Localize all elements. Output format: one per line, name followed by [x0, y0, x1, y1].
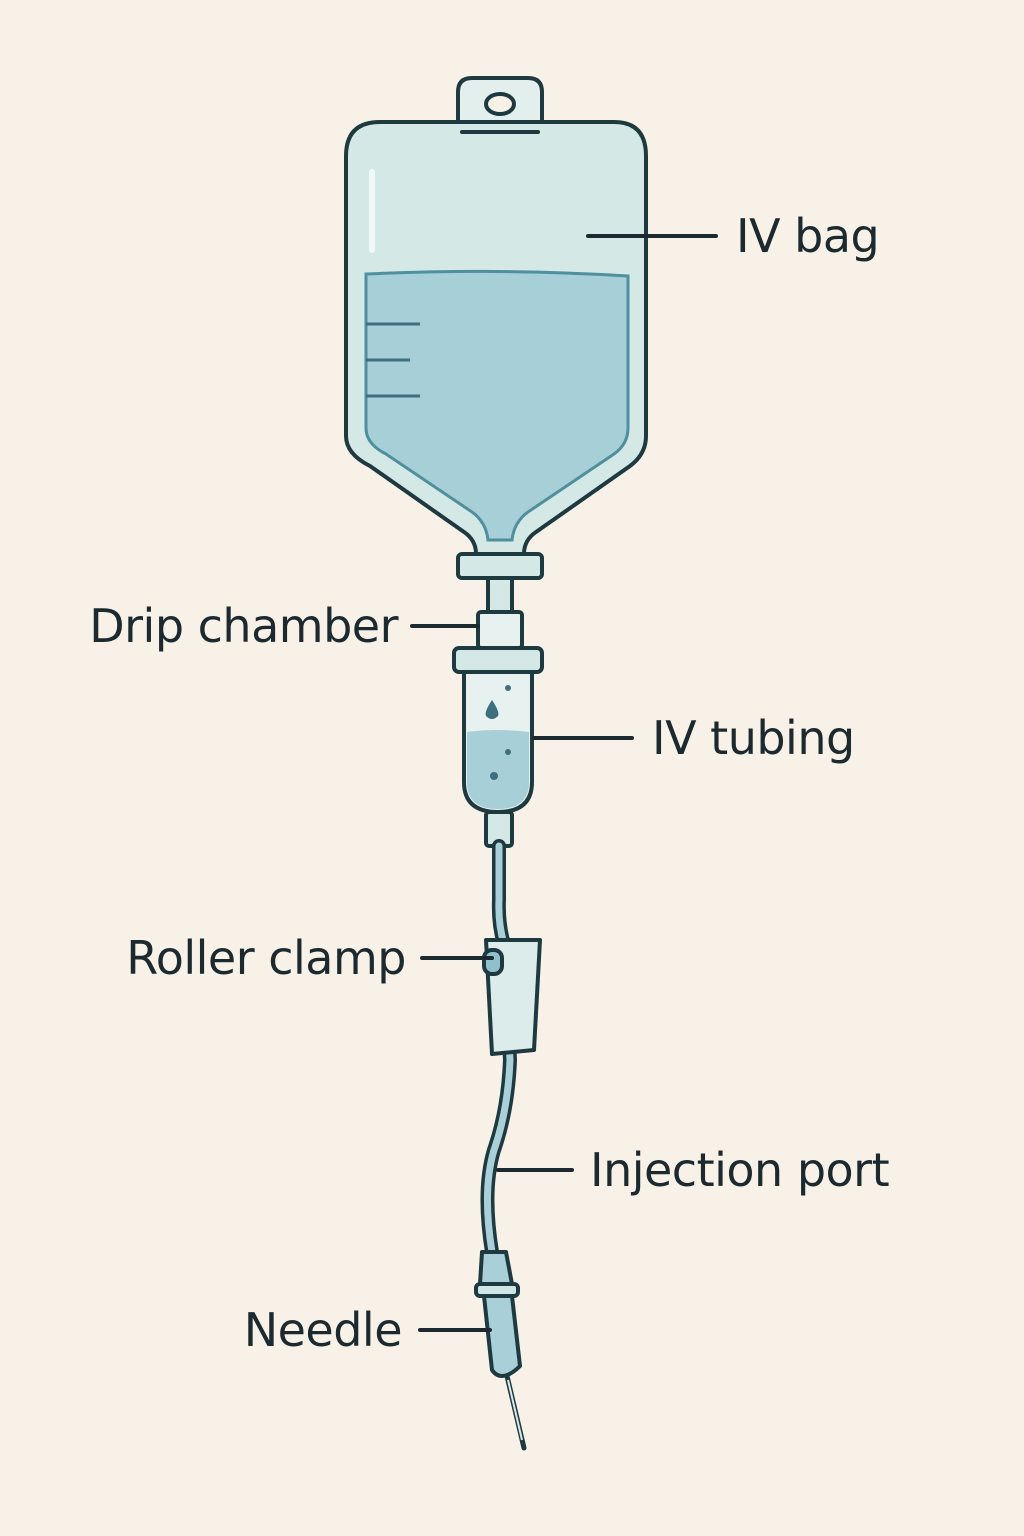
roller-clamp [482, 938, 542, 1056]
bag-port-collar [456, 552, 544, 580]
label-injection-port: Injection port [590, 1143, 889, 1197]
injection-port [474, 1250, 520, 1298]
bag-fluid [364, 269, 630, 542]
bubble [505, 749, 511, 755]
label-roller-clamp: Roller clamp [126, 931, 406, 985]
bag-hanger-hole [484, 92, 516, 116]
spike-connector [476, 610, 524, 650]
label-iv-tubing: IV tubing [652, 711, 855, 765]
needle-shaft-highlight [507, 1379, 523, 1441]
label-needle: Needle [244, 1303, 402, 1357]
tubing-line-fill [483, 842, 514, 1256]
needle [482, 1294, 527, 1451]
injection-port-connector [478, 1250, 514, 1286]
iv-tubing [480, 839, 518, 1259]
label-drip-chamber: Drip chamber [89, 599, 398, 653]
drip-chamber-fluid [467, 730, 529, 809]
bubble [490, 772, 498, 780]
drip-chamber-cap [452, 646, 544, 674]
roller-clamp-wheel [482, 948, 504, 976]
label-iv-bag: IV bag [736, 209, 879, 263]
drop-icon [485, 700, 499, 719]
bubble [505, 685, 511, 691]
bag-port-stem [486, 576, 514, 614]
needle-hub [482, 1294, 522, 1378]
drip-chamber [452, 646, 544, 848]
drip-chamber-spike [476, 610, 524, 650]
iv-bag [344, 76, 648, 614]
